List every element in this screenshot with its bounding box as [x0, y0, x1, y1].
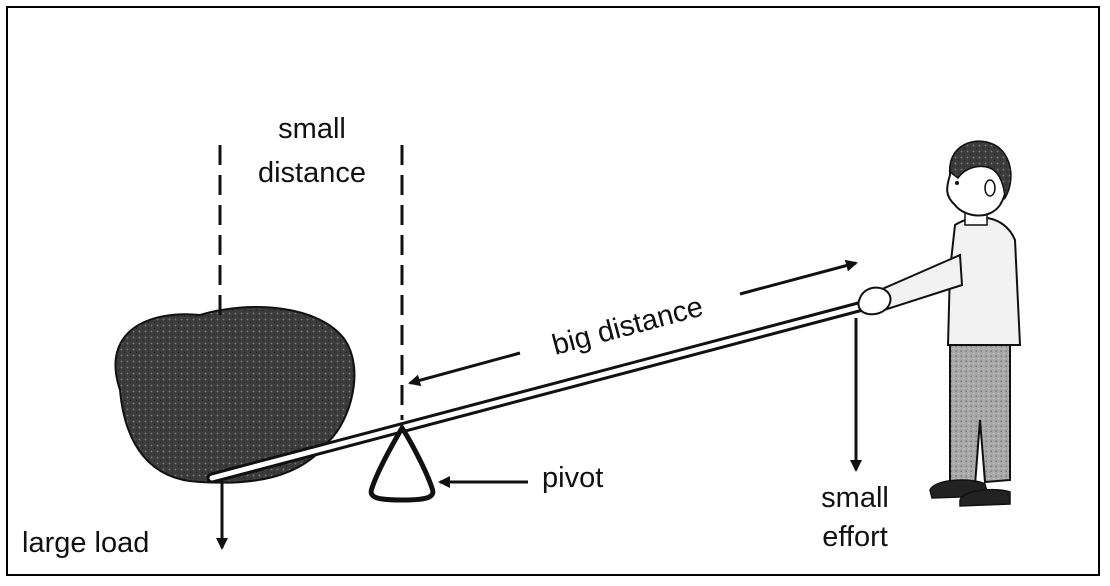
small-distance-label-line1: small	[278, 113, 346, 145]
boulder-load	[114, 306, 356, 484]
small-effort-label-line2: effort	[822, 521, 888, 553]
small-effort-label-line1: small	[821, 482, 889, 514]
pivot-label: pivot	[542, 462, 603, 494]
big-distance-arrow-right	[739, 259, 858, 296]
large-load-label: large load	[22, 527, 149, 559]
lever-bar-highlight	[209, 301, 873, 481]
child-figure	[857, 140, 1022, 507]
pivot-fulcrum	[368, 423, 436, 503]
big-distance-arrow-left	[408, 351, 521, 387]
small-distance-label-line2: distance	[258, 157, 366, 189]
